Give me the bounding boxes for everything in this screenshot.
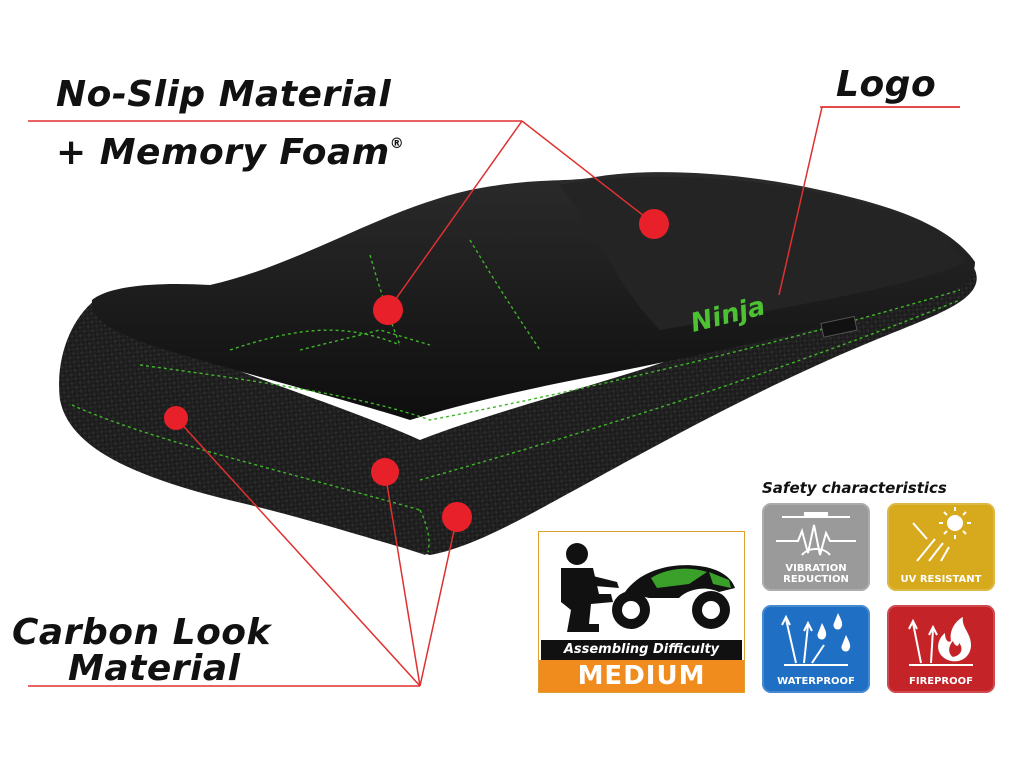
- waterproof-tile: WATERPROOF: [762, 605, 870, 693]
- callout-memory-foam: + Memory Foam®: [56, 132, 404, 173]
- difficulty-level: MEDIUM: [539, 660, 744, 692]
- callout-dot-carbon-mid: [371, 458, 399, 486]
- leader-lines: [175, 106, 960, 687]
- fireproof-label: FIREPROOF: [909, 676, 973, 687]
- callout-dot-carbon-front: [164, 406, 188, 430]
- callout-carbon-look: Carbon Look: [12, 612, 271, 653]
- difficulty-caption: Assembling Difficulty: [541, 640, 742, 660]
- brand-tag: [820, 315, 858, 338]
- front-carbon-panel: [62, 395, 436, 555]
- assembling-difficulty-badge: Assembling Difficulty MEDIUM: [538, 531, 745, 693]
- memory-foam-text: + Memory Foam: [56, 132, 390, 173]
- callout-logo: Logo: [836, 64, 937, 105]
- callout-carbon-material: Material: [68, 648, 241, 689]
- vibration-icon: [776, 512, 856, 556]
- fireproof-tile: FIREPROOF: [887, 605, 995, 693]
- waterproof-label: WATERPROOF: [777, 676, 855, 687]
- mechanic-motorcycle-icon: [561, 543, 735, 632]
- uv-resistant-tile: UV RESISTANT: [887, 503, 995, 591]
- callout-dot-noslip-rear: [639, 209, 669, 239]
- callout-dot-noslip-front: [373, 295, 403, 325]
- uv-resistant-label: UV RESISTANT: [900, 574, 982, 585]
- safety-characteristics-title: Safety characteristics: [762, 479, 947, 497]
- registered-mark: ®: [389, 136, 405, 152]
- stitching: [71, 239, 961, 553]
- callout-dot-carbon-side: [442, 502, 472, 532]
- water-drops-icon: [781, 613, 851, 666]
- callout-no-slip-material: No-Slip Material: [56, 74, 392, 115]
- uv-sun-icon: [912, 507, 971, 562]
- flame-icon: [908, 617, 973, 666]
